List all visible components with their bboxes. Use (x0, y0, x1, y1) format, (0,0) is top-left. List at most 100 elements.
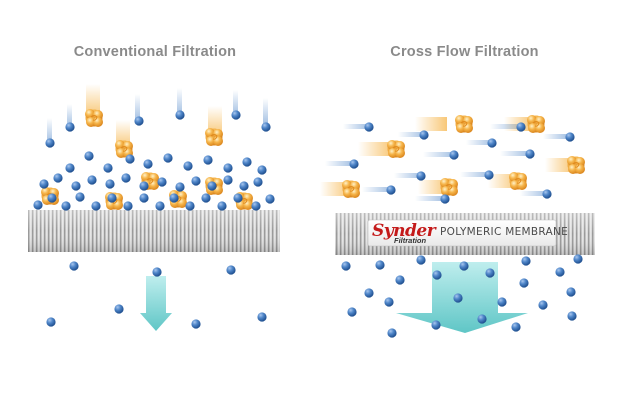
falling-small-particle (45, 138, 55, 148)
retained-small-particle (163, 153, 173, 163)
permeate-particle (364, 288, 374, 298)
membrane-label-plate (367, 219, 557, 247)
crossflow-small-particle (364, 122, 374, 132)
retained-small-particle (65, 163, 75, 173)
retained-small-particle (265, 194, 275, 204)
retained-small-particle (107, 193, 117, 203)
retained-small-particle (123, 201, 133, 211)
retained-small-particle (223, 175, 233, 185)
permeate-particle (459, 261, 469, 271)
retained-small-particle (207, 181, 217, 191)
logo-brand-name: Synder (372, 221, 436, 241)
crossflow-large-particle (567, 156, 585, 174)
retained-small-particle (251, 201, 261, 211)
permeate-particle (226, 265, 236, 275)
retained-small-particle (143, 159, 153, 169)
retained-small-particle (183, 161, 193, 171)
crossflow-small-particle (484, 170, 494, 180)
permeate-particle (485, 268, 495, 278)
permeate-particle (567, 311, 577, 321)
falling-small-particle (134, 116, 144, 126)
falling-large-particle (205, 128, 223, 146)
permeate-particle (46, 317, 56, 327)
crossflow-small-particle (525, 149, 535, 159)
crossflow-small-particle (349, 159, 359, 169)
permeate-particle (511, 322, 521, 332)
retained-small-particle (253, 177, 263, 187)
retained-small-particle (87, 175, 97, 185)
crossflow-small-particle (487, 138, 497, 148)
retained-small-particle (71, 181, 81, 191)
retained-small-particle (239, 181, 249, 191)
permeate-particle (573, 254, 583, 264)
crossflow-small-particle (449, 150, 459, 160)
crossflow-large-particle (527, 115, 545, 133)
permeate-particle (416, 255, 426, 265)
retained-small-particle (33, 200, 43, 210)
permeate-particle (453, 293, 463, 303)
retained-small-particle (139, 181, 149, 191)
crossflow-large-particle (509, 172, 527, 190)
falling-small-particle (175, 110, 185, 120)
permeate-particle (497, 297, 507, 307)
permeate-particle (432, 270, 442, 280)
retained-small-particle (84, 151, 94, 161)
membrane-left (28, 210, 280, 252)
permeate-particle (341, 261, 351, 271)
permeate-particle (395, 275, 405, 285)
retained-small-particle (155, 201, 165, 211)
permeate-particle (555, 267, 565, 277)
permeate-particle (69, 261, 79, 271)
permeate-particle (375, 260, 385, 270)
permeate-particle (431, 320, 441, 330)
permeate-particle (347, 307, 357, 317)
retained-small-particle (175, 182, 185, 192)
retained-small-particle (105, 179, 115, 189)
retained-small-particle (103, 163, 113, 173)
retained-large-particle (141, 172, 159, 190)
retained-small-particle (217, 201, 227, 211)
retained-small-particle (223, 163, 233, 173)
crossflow-small-particle (542, 189, 552, 199)
crossflow-large-particle (440, 178, 458, 196)
retained-small-particle (191, 176, 201, 186)
falling-small-particle (231, 110, 241, 120)
retained-small-particle (257, 165, 267, 175)
logo-brand-subtitle: Filtration (394, 236, 427, 245)
retained-small-particle (125, 154, 135, 164)
crossflow-small-particle (516, 122, 526, 132)
falling-large-particle (85, 109, 103, 127)
polymeric-membrane-label: POLYMERIC MEMBRANE (440, 226, 569, 238)
permeate-particle (384, 297, 394, 307)
crossflow-large-particle (342, 180, 360, 198)
conventional-panel (28, 84, 280, 331)
small-particles-right (341, 122, 583, 338)
small-particles-left (33, 110, 275, 329)
permeate-particle (477, 314, 487, 324)
cross-flow-filtration-title: Cross Flow Filtration (390, 44, 539, 60)
retained-small-particle (61, 201, 71, 211)
retained-small-particle (233, 193, 243, 203)
retained-small-particle (75, 192, 85, 202)
membrane-right (335, 213, 595, 255)
retained-small-particle (201, 193, 211, 203)
retained-small-particle (121, 173, 131, 183)
permeate-particle (191, 319, 201, 329)
permeate-arrow-left (140, 276, 172, 331)
retained-small-particle (203, 155, 213, 165)
retained-small-particle (53, 173, 63, 183)
crossflow-small-particle (386, 185, 396, 195)
crossflow-large-particle (387, 140, 405, 158)
permeate-particle (538, 300, 548, 310)
permeate-particle (519, 278, 529, 288)
falling-small-particle (65, 122, 75, 132)
conventional-filtration-title: Conventional Filtration (73, 44, 237, 60)
retained-small-particle (91, 201, 101, 211)
retained-small-particle (185, 201, 195, 211)
permeate-particle (152, 267, 162, 277)
retained-small-particle (39, 179, 49, 189)
retained-small-particle (169, 193, 179, 203)
retained-large-particles (41, 109, 253, 210)
crossflow-small-particle (440, 194, 450, 204)
